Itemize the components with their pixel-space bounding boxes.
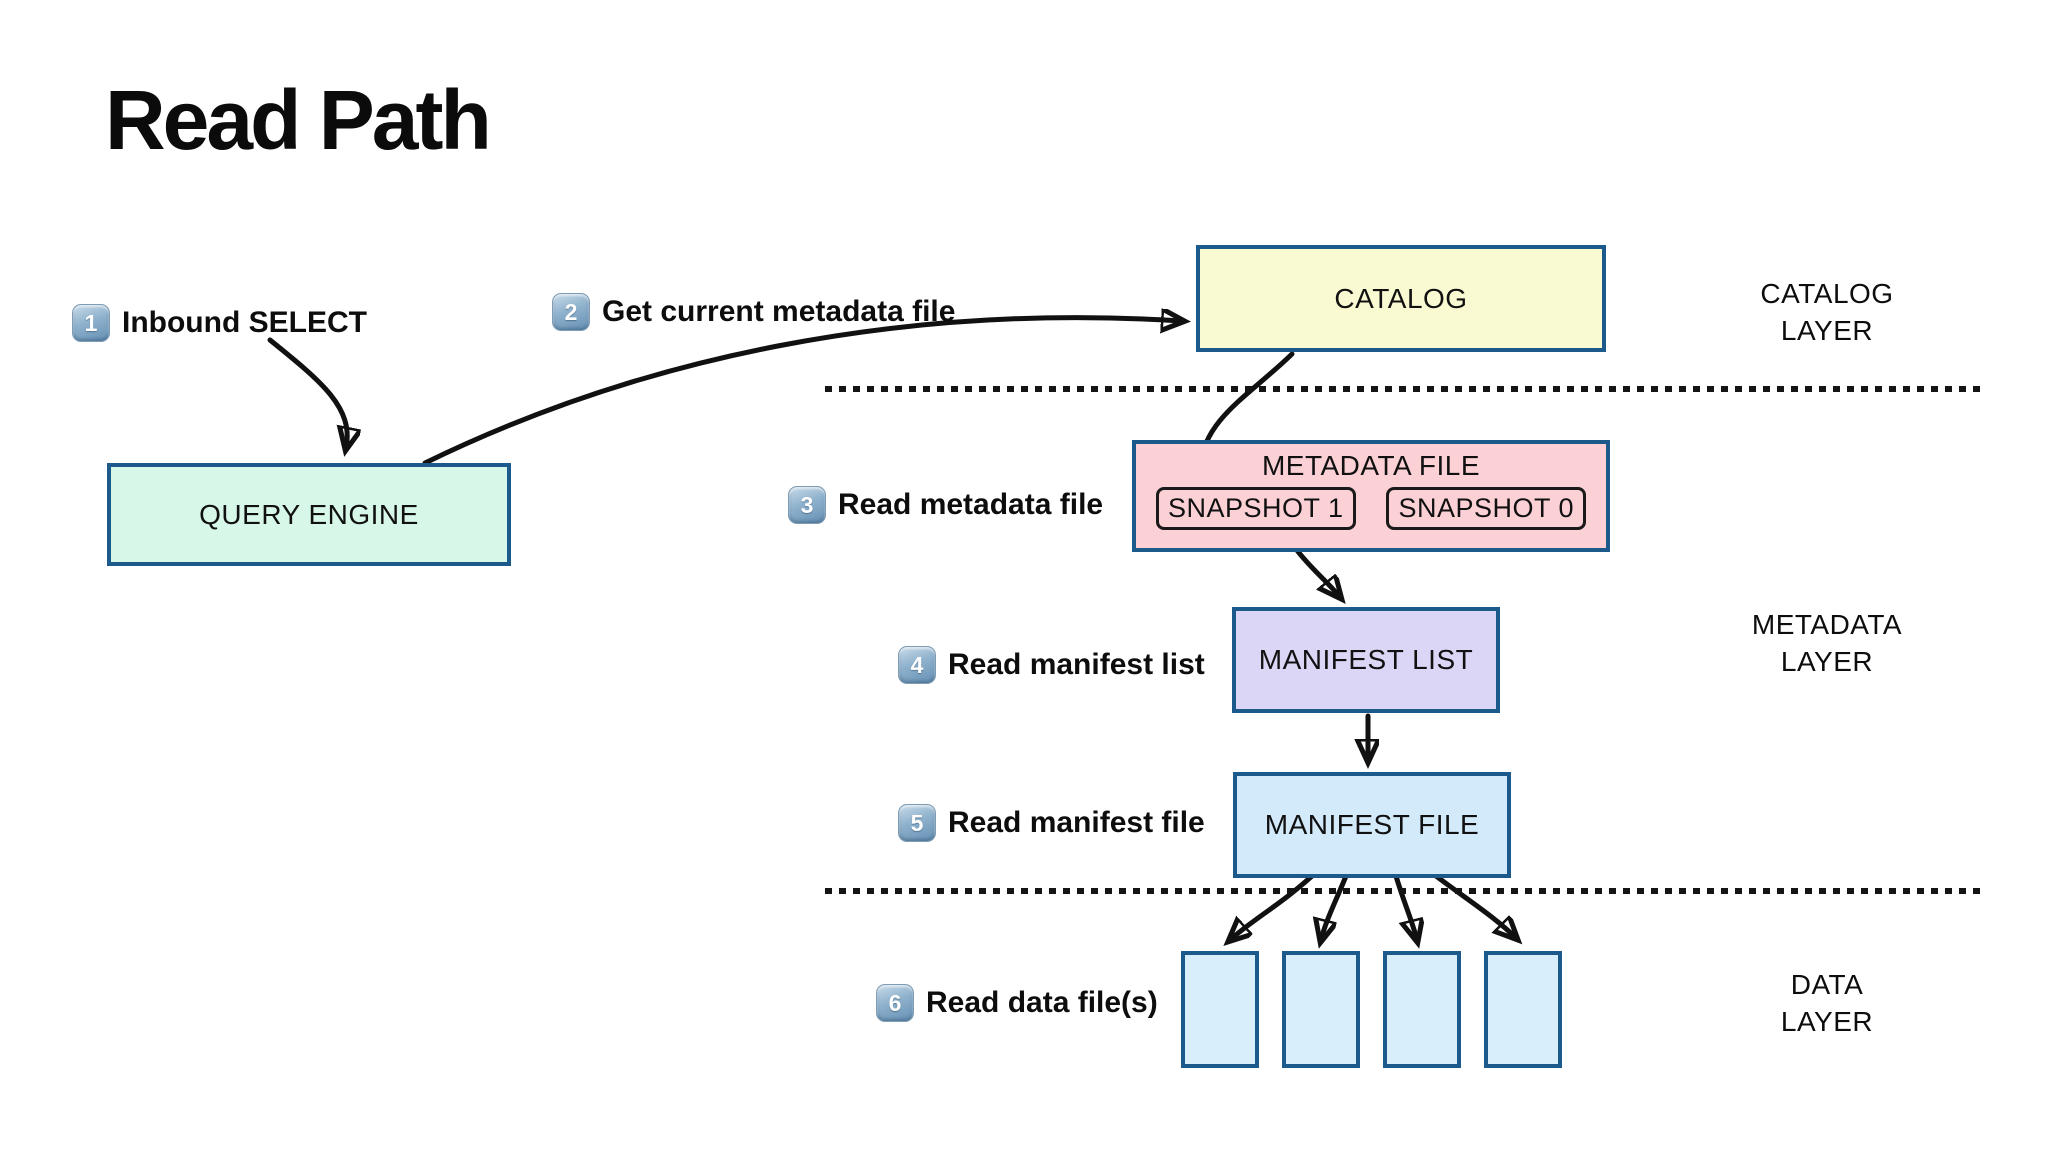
data-layer-label: DATA LAYER bbox=[1697, 967, 1957, 1041]
manifest-list-box: MANIFEST LIST bbox=[1232, 607, 1500, 713]
metadata-file-box: METADATA FILE SNAPSHOT 1 SNAPSHOT 0 bbox=[1132, 440, 1610, 552]
catalog-layer-line2: LAYER bbox=[1780, 314, 1874, 346]
data-files-row bbox=[1181, 951, 1562, 1068]
metadata-file-label: METADATA FILE bbox=[1261, 450, 1481, 481]
step-1-label: Inbound SELECT bbox=[122, 306, 367, 339]
step-6-label: Read data file(s) bbox=[926, 986, 1158, 1019]
metadata-data-separator bbox=[825, 888, 1980, 894]
metadata-layer-label: METADATA LAYER bbox=[1697, 607, 1957, 681]
arrow-step1 bbox=[267, 337, 347, 448]
arrow-data-file-4 bbox=[1433, 873, 1516, 938]
metadata-layer-line1: METADATA bbox=[1751, 609, 1903, 640]
catalog-box: CATALOG bbox=[1196, 245, 1606, 352]
snapshot-row: SNAPSHOT 1 SNAPSHOT 0 bbox=[1156, 487, 1586, 530]
step-3-read-metadata: 3 Read metadata file bbox=[788, 485, 1103, 525]
step-5-label: Read manifest file bbox=[948, 806, 1205, 839]
keycap-1-icon: 1 bbox=[72, 304, 110, 342]
step-3-label: Read metadata file bbox=[838, 488, 1104, 521]
manifest-file-box: MANIFEST FILE bbox=[1233, 772, 1511, 878]
query-engine-box: QUERY ENGINE bbox=[107, 463, 511, 566]
keycap-2-icon: 2 bbox=[552, 293, 590, 331]
manifest-list-label: MANIFEST LIST bbox=[1258, 644, 1474, 675]
keycap-3-icon: 3 bbox=[788, 486, 826, 524]
step-4-label: Read manifest list bbox=[948, 648, 1205, 681]
data-layer-line2: LAYER bbox=[1780, 1005, 1874, 1037]
catalog-metadata-separator bbox=[825, 386, 1980, 392]
step-4-read-manifest-list: 4 Read manifest list bbox=[898, 645, 1205, 685]
snapshot-1-box: SNAPSHOT 1 bbox=[1156, 487, 1356, 530]
metadata-layer-line2: LAYER bbox=[1780, 645, 1874, 677]
arrow-data-file-3 bbox=[1393, 873, 1417, 940]
step-2-label: Get current metadata file bbox=[602, 295, 956, 328]
catalog-label: CATALOG bbox=[1334, 282, 1468, 314]
data-file-box-1 bbox=[1181, 951, 1259, 1068]
data-file-box-2 bbox=[1282, 951, 1360, 1068]
step-1-inbound-select: 1 Inbound SELECT bbox=[72, 303, 367, 343]
manifest-file-label: MANIFEST FILE bbox=[1264, 809, 1480, 840]
step-2-get-metadata: 2 Get current metadata file bbox=[552, 292, 955, 332]
data-layer-line1: DATA bbox=[1790, 969, 1864, 1000]
catalog-layer-line1: CATALOG bbox=[1760, 278, 1894, 309]
data-file-box-4 bbox=[1484, 951, 1562, 1068]
arrow-step4 bbox=[1293, 546, 1340, 597]
page-title: Read Path bbox=[105, 73, 492, 167]
step-6-read-data-files: 6 Read data file(s) bbox=[876, 983, 1158, 1023]
arrow-data-file-1 bbox=[1230, 873, 1315, 940]
snapshot-0-box: SNAPSHOT 0 bbox=[1386, 487, 1586, 530]
step-5-read-manifest-file: 5 Read manifest file bbox=[898, 803, 1205, 843]
keycap-4-icon: 4 bbox=[898, 646, 936, 684]
keycap-5-icon: 5 bbox=[898, 804, 936, 842]
query-engine-label: QUERY ENGINE bbox=[199, 498, 419, 530]
data-file-box-3 bbox=[1383, 951, 1461, 1068]
keycap-6-icon: 6 bbox=[876, 984, 914, 1022]
arrow-data-file-2 bbox=[1321, 873, 1349, 940]
catalog-layer-label: CATALOG LAYER bbox=[1697, 276, 1957, 350]
